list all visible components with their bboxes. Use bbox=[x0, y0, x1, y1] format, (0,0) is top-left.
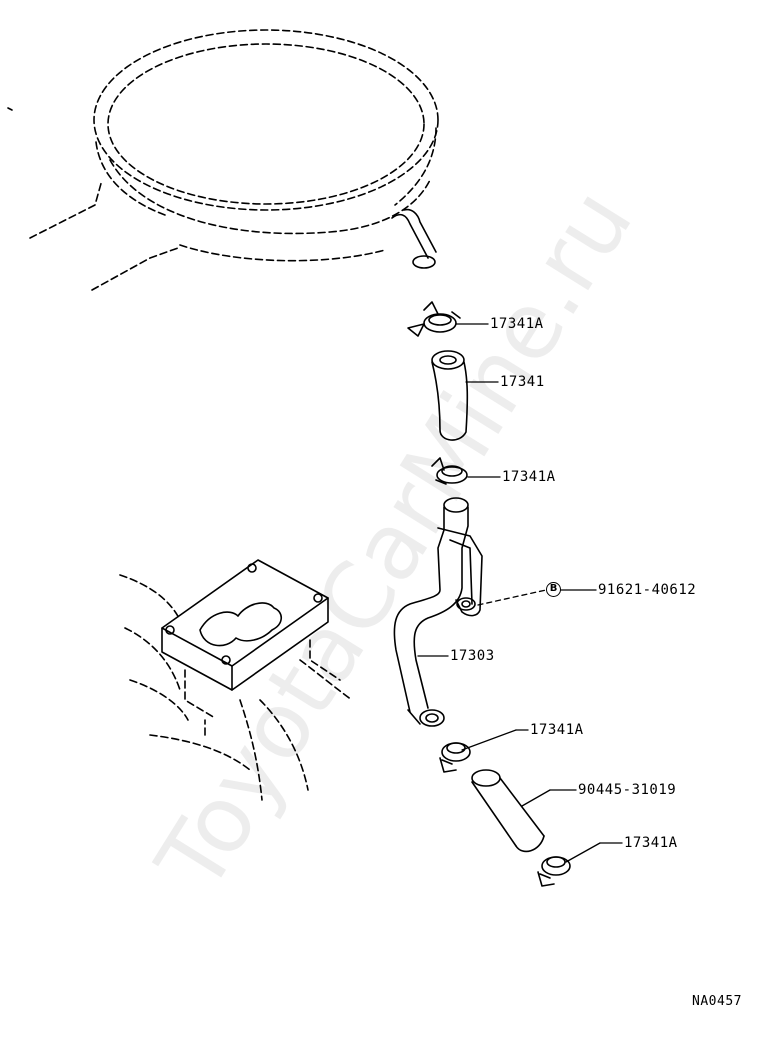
intake-flange bbox=[161, 559, 329, 691]
clamp-upper-1-drawing bbox=[407, 301, 461, 337]
air-cleaner-nipple bbox=[391, 208, 437, 269]
air-cleaner bbox=[29, 29, 439, 291]
bolt-marker-icon: B bbox=[546, 582, 561, 597]
part-label-clamp-lower-2[interactable]: 17341A bbox=[624, 835, 678, 851]
clamp-lower-2-drawing bbox=[537, 856, 571, 887]
leader-bolt bbox=[477, 589, 547, 606]
part-label-clamp-lower-1[interactable]: 17341A bbox=[530, 722, 584, 738]
part-label-pipe[interactable]: 17303 bbox=[450, 648, 495, 664]
leader-clamp-lower-1 bbox=[461, 729, 517, 751]
part-label-bolt[interactable]: 91621-40612 bbox=[598, 582, 697, 598]
part-label-clamp-upper-2[interactable]: 17341A bbox=[502, 469, 556, 485]
stray-mark bbox=[7, 107, 13, 111]
intake-body bbox=[119, 574, 353, 801]
diagram-code: NA0457 bbox=[692, 994, 742, 1009]
leader-clamp-lower-2 bbox=[565, 842, 601, 863]
leader-hose-lower bbox=[521, 789, 551, 807]
hose-lower-drawing bbox=[471, 769, 545, 853]
clamp-lower-1-drawing bbox=[439, 742, 471, 773]
part-label-clamp-upper-1[interactable]: 17341A bbox=[490, 316, 544, 332]
hose-upper-drawing bbox=[431, 350, 469, 441]
leader-lines bbox=[417, 323, 623, 863]
part-label-hose-upper[interactable]: 17341 bbox=[500, 374, 545, 390]
pipe-drawing bbox=[393, 497, 483, 727]
part-label-hose-lower[interactable]: 90445-31019 bbox=[578, 782, 677, 798]
clamp-upper-2-drawing bbox=[431, 457, 468, 485]
